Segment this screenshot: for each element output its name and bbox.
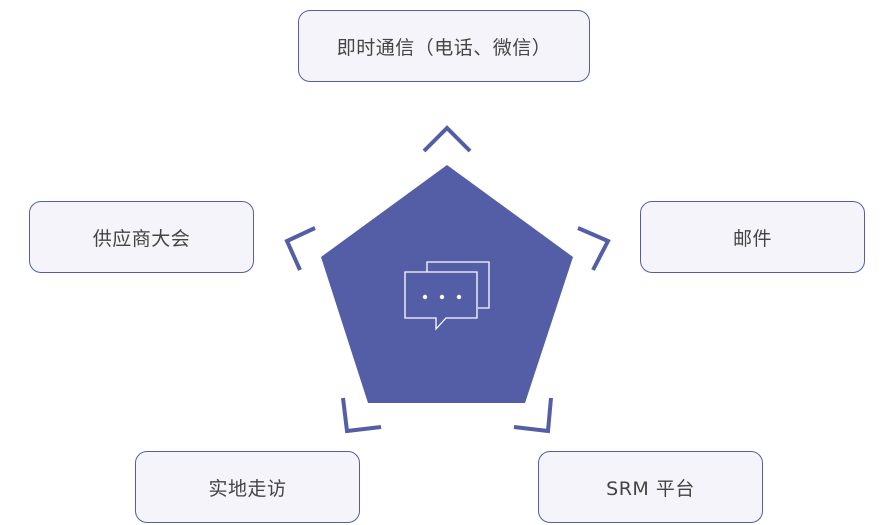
bracket-left [284, 226, 316, 271]
channel-srm-platform: SRM 平台 [538, 451, 763, 523]
chat-dots [422, 294, 462, 300]
channel-label: 供应商大会 [92, 227, 191, 250]
channel-label: 即时通信（电话、微信） [336, 36, 552, 59]
channel-label: 实地走访 [208, 477, 287, 500]
center-pentagon [321, 165, 573, 403]
channel-site-visit: 实地走访 [135, 451, 360, 523]
bracket-right [577, 226, 611, 271]
channel-label: 邮件 [732, 227, 772, 250]
bracket-top [422, 125, 472, 153]
channel-supplier-conference: 供应商大会 [29, 201, 254, 273]
bracket-bottom-right [513, 397, 553, 434]
channel-instant-messaging: 即时通信（电话、微信） [298, 10, 590, 82]
channel-label: SRM 平台 [606, 477, 695, 500]
chat-bubbles-icon [404, 261, 490, 331]
bracket-bottom-left [341, 397, 382, 434]
channel-email: 邮件 [640, 201, 865, 273]
